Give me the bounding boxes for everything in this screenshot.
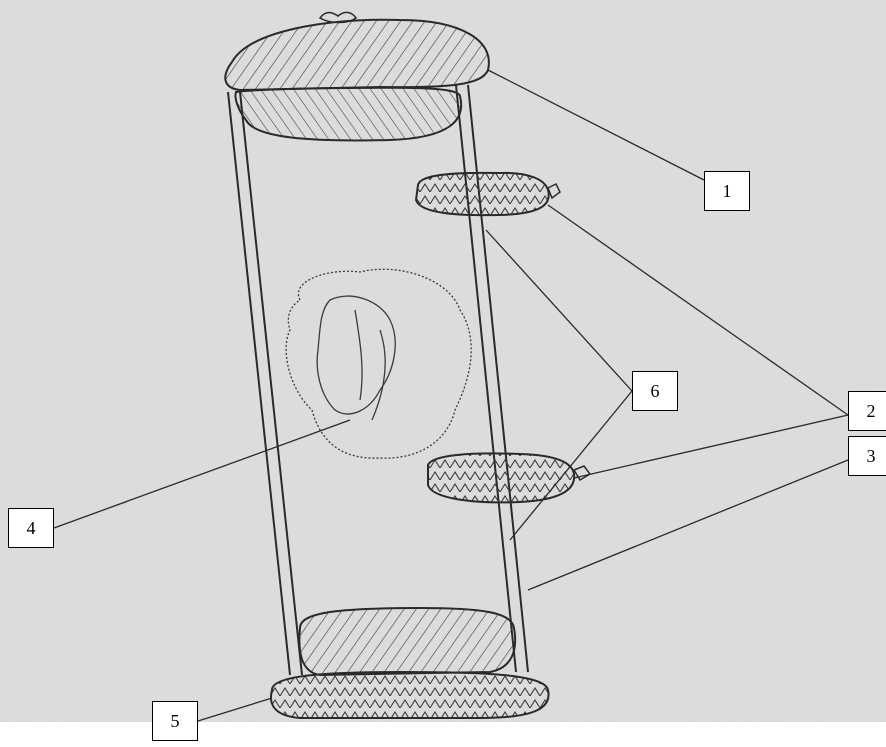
callout-label-3: 3 <box>848 436 886 476</box>
upper-bag <box>416 173 560 215</box>
callout-label-5: 5 <box>152 701 198 741</box>
bottom-cover <box>271 608 549 718</box>
callout-label-6: 6 <box>632 371 678 411</box>
callout-label-2: 2 <box>848 391 886 431</box>
callout-label-4: 4 <box>8 508 54 548</box>
callout-label-1: 1 <box>704 171 750 211</box>
